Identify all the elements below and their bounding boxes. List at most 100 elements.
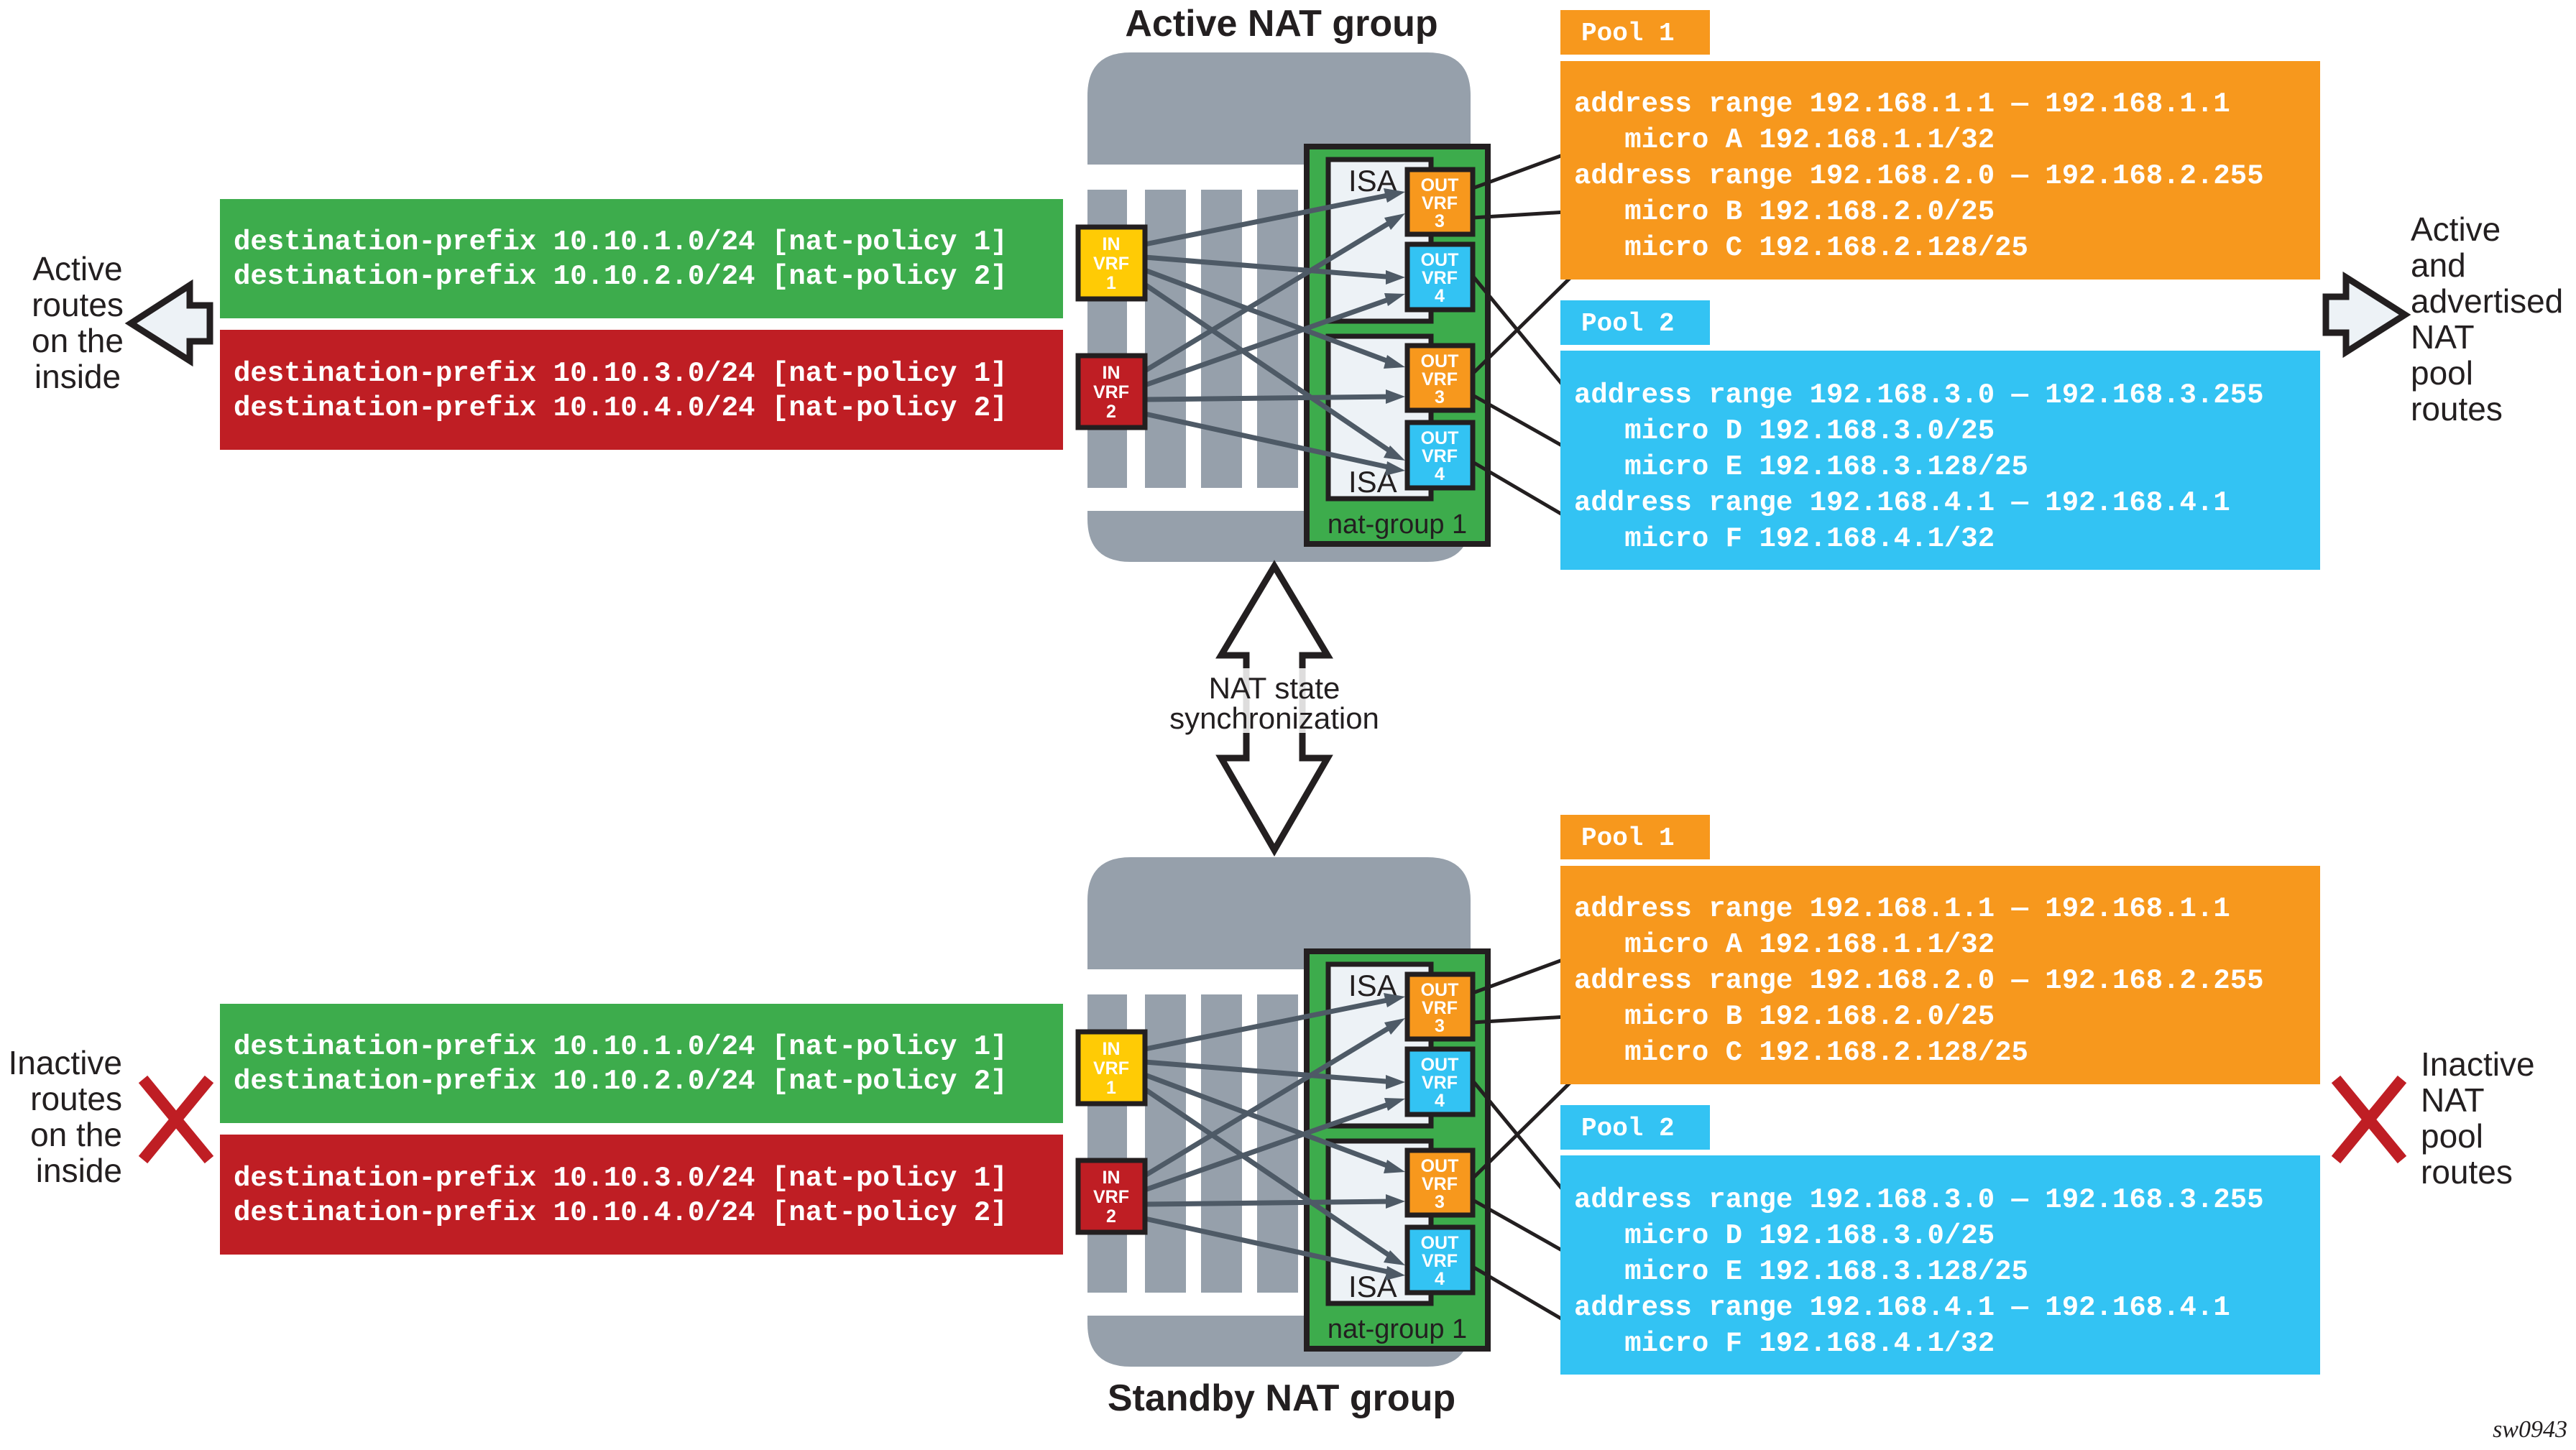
vrf-label: OUT: [1421, 1233, 1459, 1253]
vrf-label: 3: [1435, 1016, 1445, 1036]
pool-line: address range 192.168.4.1 — 192.168.4.1: [1574, 1292, 2230, 1324]
flow-arrow: [1144, 411, 1395, 471]
out-vrf-4-upper: OUT VRF 4: [1404, 1046, 1476, 1117]
active-left-label: Active routes on the inside: [32, 250, 124, 395]
out-vrf-box: [1404, 420, 1476, 491]
arrowhead-icon: [1384, 213, 1405, 230]
label-line: routes: [30, 1080, 122, 1117]
standby-routes-green: destination-prefix 10.10.1.0/24 [nat-pol…: [220, 1004, 1063, 1123]
in-vrf-1: IN VRF 1: [1075, 224, 1148, 302]
label-line: Active: [32, 250, 122, 287]
flow-arrow: [1144, 1072, 1396, 1171]
label-line: inside: [34, 358, 121, 395]
active-right-label: Active and advertised NAT pool routes: [2411, 211, 2563, 428]
standby-nat-group-title: Standby NAT group: [1108, 1377, 1455, 1419]
vrf-label: VRF: [1093, 254, 1129, 274]
vrf-label: VRF: [1093, 1187, 1129, 1207]
in-vrf-1: IN VRF 1: [1075, 1029, 1148, 1107]
arrowhead-icon: [1384, 1250, 1405, 1265]
out-vrf-box: [1404, 1147, 1476, 1218]
figure-id: sw0943: [2493, 1416, 2567, 1443]
pool-line: address range 192.168.2.0 — 192.168.2.25…: [1574, 160, 2264, 192]
out-vrf-3-upper: OUT VRF 3: [1404, 971, 1476, 1042]
route-line: destination-prefix 10.10.4.0/24 [nat-pol…: [234, 392, 1008, 424]
vrf-label: 3: [1435, 387, 1445, 407]
flow-arrow: [1144, 1087, 1396, 1261]
pool-line: micro D 192.168.3.0/25: [1574, 415, 1995, 447]
pool-line: address range 192.168.2.0 — 192.168.2.25…: [1574, 965, 2264, 997]
vrf-label: VRF: [1422, 998, 1458, 1018]
pool-line: micro A 192.168.1.1/32: [1574, 929, 1995, 961]
inactive-x-left-icon: [138, 1075, 214, 1164]
vrf-label: 2: [1106, 1206, 1116, 1227]
vrf-label: VRF: [1422, 369, 1458, 389]
active-routes-green: destination-prefix 10.10.1.0/24 [nat-pol…: [220, 199, 1063, 318]
route-line: destination-prefix 10.10.1.0/24 [nat-pol…: [234, 226, 1008, 258]
flow-arrow: [1144, 254, 1395, 280]
out-vrf-4-upper: OUT VRF 4: [1404, 241, 1476, 313]
out-vrf-box: [1404, 1224, 1476, 1296]
out-vrf-box: [1404, 343, 1476, 413]
vrf-label: OUT: [1421, 175, 1459, 195]
standby-pool-1: Pool 1 address range 192.168.1.1 — 192.1…: [1560, 815, 2320, 1084]
pool-label: Pool 1: [1581, 19, 1675, 48]
card-slot: [1145, 994, 1186, 1293]
out-vrf-4-lower: OUT VRF 4: [1404, 420, 1476, 491]
arrowhead-icon: [1384, 355, 1405, 369]
sync-label: synchronization: [1169, 701, 1379, 735]
arrowhead-icon: [1386, 1075, 1405, 1089]
pool-line: micro B 192.168.2.0/25: [1574, 1001, 1995, 1033]
arrowhead-icon: [1384, 188, 1405, 203]
arrowhead-icon: [1385, 1266, 1405, 1280]
standby-section: Standby NAT group Inactive routes on the…: [8, 815, 2535, 1419]
vrf-label: VRF: [1422, 1251, 1458, 1271]
pool-label-box: [1560, 1105, 1710, 1150]
pool-body: [1560, 61, 2320, 280]
pool-line: address range 192.168.3.0 — 192.168.3.25…: [1574, 1184, 2264, 1216]
flow-arrow: [1144, 1216, 1395, 1276]
vrf-flows: [1144, 993, 1405, 1280]
arrowhead-icon: [1386, 1194, 1405, 1209]
active-pool-1: Pool 1 address range 192.168.1.1 — 192.1…: [1560, 10, 2320, 280]
in-vrf-box: [1075, 1029, 1148, 1107]
vrf-label: 4: [1435, 286, 1445, 306]
route-box-green: [220, 199, 1063, 318]
arrowhead-icon: [1384, 293, 1405, 306]
nat-group-label: nat-group 1: [1328, 509, 1467, 540]
sync-text-bg: [1222, 668, 1330, 733]
vrf-label: 2: [1106, 402, 1116, 422]
pool-line: micro C 192.168.2.128/25: [1574, 1037, 2028, 1068]
out-vrf-box: [1404, 1046, 1476, 1117]
out-vrf-box: [1404, 971, 1476, 1042]
active-nat-group-title: Active NAT group: [1125, 3, 1438, 45]
flow-arrow: [1144, 996, 1395, 1052]
active-pool-2: Pool 2 address range 192.168.3.0 — 192.1…: [1560, 300, 2320, 570]
standby-chassis: ISA ISA nat-group 1: [1075, 815, 2320, 1375]
standby-right-label: Inactive NAT pool routes: [2421, 1045, 2535, 1191]
label-line: Inactive: [2421, 1045, 2535, 1083]
flow-arrow: [1144, 394, 1395, 402]
vrf-label: VRF: [1422, 268, 1458, 288]
route-box-red: [220, 1135, 1063, 1255]
flow-arrow: [1144, 295, 1396, 388]
vrf-label: 1: [1106, 1078, 1116, 1098]
flow-arrow: [1144, 191, 1395, 247]
vrf-label: OUT: [1421, 1156, 1459, 1176]
vrf-label: 3: [1435, 1192, 1445, 1212]
pool-body: [1560, 351, 2320, 570]
arrowhead-icon: [1385, 461, 1405, 476]
pool-line: micro B 192.168.2.0/25: [1574, 196, 1995, 228]
flow-arrow: [1144, 1022, 1396, 1178]
out-vrf-3-lower: OUT VRF 3: [1404, 1147, 1476, 1218]
pool-label-box: [1560, 300, 1710, 345]
vrf-label: OUT: [1421, 1055, 1459, 1075]
nat-group-label: nat-group 1: [1328, 1314, 1467, 1344]
vrf-label: 4: [1435, 1269, 1445, 1289]
flow-arrow: [1144, 1059, 1395, 1085]
vrf-label: OUT: [1421, 351, 1459, 371]
in-vrf-box: [1075, 353, 1148, 430]
label-line: routes: [32, 286, 124, 323]
pool-line: micro F 192.168.4.1/32: [1574, 1328, 1995, 1359]
pool-label-box: [1560, 815, 1710, 859]
route-box-green: [220, 1004, 1063, 1123]
